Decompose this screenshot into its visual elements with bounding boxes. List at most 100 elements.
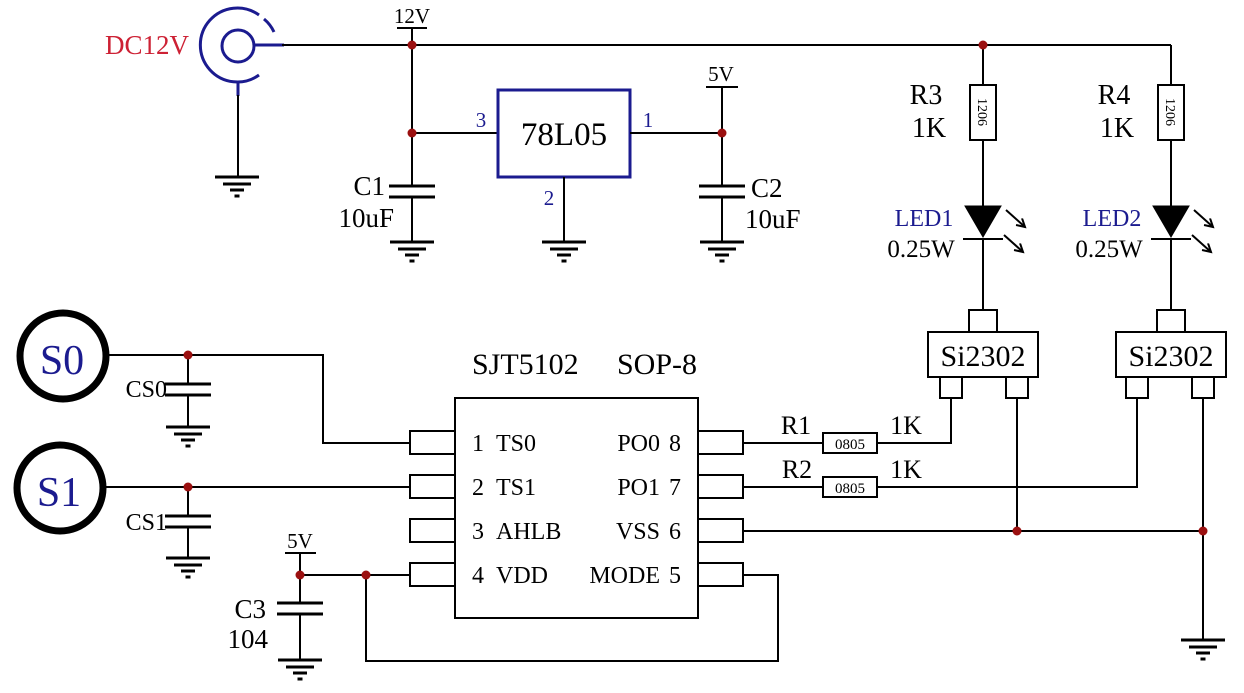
junction-c1-reg-in [407, 128, 417, 138]
r2-ref-label: R2 [782, 455, 812, 484]
cap-cs1: CS1 [126, 487, 213, 579]
ic-pin8-num: 8 [669, 431, 681, 457]
power-flag-5v-vdd: 5V [285, 529, 316, 575]
led-driver-section: 1206 R3 1K LED1 0.25W Si2302 1206 R4 1 [877, 45, 1227, 661]
c1-ref-label: C1 [353, 171, 385, 201]
r1-ref-label: R1 [781, 411, 811, 440]
ic-pad-pin8 [697, 430, 744, 455]
c3-ref-label: C3 [234, 594, 266, 624]
ic-pin4-name: VDD [496, 563, 548, 589]
regulator-pin1-label: 1 [643, 108, 654, 132]
jack-inner-circle [220, 28, 256, 64]
led-led2: LED2 0.25W [1075, 205, 1213, 263]
ground-symbol-cs1 [164, 556, 212, 579]
cap-c1: C1 10uF [338, 45, 437, 263]
resistor-r2: 0805 R2 1K [743, 455, 922, 498]
cs1-label: CS1 [126, 510, 167, 536]
ic-pin1-name: TS0 [496, 431, 536, 457]
ic-pad-pin4 [409, 562, 456, 587]
c2-ref-label: C2 [751, 173, 783, 203]
junction-dots [183, 40, 1208, 580]
c3-plates [275, 601, 325, 616]
resistor-r4: 1206 R4 1K [1098, 80, 1185, 144]
q2-source-pin [1191, 376, 1215, 399]
led1-ref-label: LED1 [895, 206, 954, 232]
ic-pad-pin6 [697, 518, 744, 543]
q1-source-pin [1005, 376, 1029, 399]
r1-package-label: 0805 [835, 437, 865, 453]
ic-pad-pin2 [409, 474, 456, 499]
junction-vss-q1-source [1012, 526, 1022, 536]
q1-drain-tab [968, 309, 998, 333]
ic-pin2-name: TS1 [496, 475, 536, 501]
resistor-r3: 1206 R3 1K [910, 80, 997, 144]
rail-5v-label-vdd: 5V [287, 529, 313, 553]
led2-power-label: 0.25W [1075, 236, 1143, 263]
touch-section: S0 CS0 S1 CS1 5V [13, 309, 410, 681]
regulator-78l05: 78L05 3 1 2 [412, 88, 722, 263]
junction-vdd-mode [361, 570, 371, 580]
ic-pad-pin5 [697, 562, 744, 587]
ground-symbol-c3 [276, 658, 324, 681]
regulator-name: 78L05 [521, 117, 607, 153]
wire-r1-to-q1-gate [877, 398, 952, 444]
ic-pin3-num: 3 [472, 519, 484, 545]
dc-jack-connector: DC12V [105, 6, 284, 96]
q2-gate-pin [1125, 376, 1149, 399]
q2-drain-tab [1156, 309, 1186, 333]
ground-symbol-regulator [540, 240, 588, 263]
junction-s1-cs1 [183, 482, 193, 492]
r2-package-label: 0805 [835, 481, 865, 497]
wire-r2-to-q2-gate [877, 398, 1138, 488]
cap-c3: C3 104 [228, 575, 325, 681]
junction-5v-c2 [717, 128, 727, 138]
ic-pin7-name: PO1 [617, 475, 660, 501]
junction-s0-cs0 [183, 350, 193, 360]
led2-triangle [1152, 205, 1190, 238]
ground-symbol-output [1179, 638, 1227, 661]
c1-value-label: 10uF [338, 203, 394, 233]
ic-pad-pin3 [409, 518, 456, 543]
power-flag-12v: 12V [394, 4, 430, 45]
ic-pin8-name: PO0 [617, 431, 660, 457]
ic-pin5-name: MODE [589, 563, 660, 589]
ic-pin6-name: VSS [616, 519, 660, 545]
r3-ref-label: R3 [910, 80, 943, 111]
r2-value-label: 1K [890, 455, 922, 484]
touchpad-s0: S0 [16, 309, 110, 403]
junction-12v-c1 [407, 40, 417, 50]
c2-plates [697, 184, 747, 199]
cs1-plates [163, 514, 213, 529]
junction-vss-q2-source [1198, 526, 1208, 536]
r2-body [822, 476, 878, 498]
jack-outer-arc [198, 6, 260, 84]
rail-5v-label: 5V [708, 62, 734, 86]
ic-pin5-num: 5 [669, 563, 681, 589]
touchpad-s1: S1 [13, 441, 107, 535]
r4-ref-label: R4 [1098, 80, 1131, 111]
c1-plates [387, 184, 437, 199]
led2-light-arrow-2 [1191, 234, 1211, 252]
ic-pad-pin1 [409, 430, 456, 455]
ic-body [454, 397, 699, 619]
r1-body [822, 432, 878, 454]
wire-mode-loop [365, 574, 779, 662]
junction-5v-c3 [295, 570, 305, 580]
ground-symbol-c2 [698, 240, 746, 263]
power-input-section: DC12V 12V C1 10uF 78L05 3 1 2 [105, 4, 1171, 263]
jack-outer-arc-stub [262, 17, 276, 33]
regulator-pin2-label: 2 [544, 186, 555, 210]
led2-light-arrow-1 [1193, 209, 1213, 227]
power-flag-5v: 5V [706, 62, 738, 133]
r1-value-label: 1K [890, 411, 922, 440]
q2-name-label: Si2302 [1128, 340, 1213, 373]
dc12v-label: DC12V [105, 30, 190, 60]
ground-symbol-cs0 [164, 425, 212, 448]
led2-ref-label: LED2 [1083, 206, 1142, 232]
led1-light-arrow-1 [1005, 209, 1025, 227]
cs0-label: CS0 [126, 377, 167, 403]
r3-package-label: 1206 [974, 98, 989, 126]
r4-value-label: 1K [1100, 113, 1134, 144]
q1-name-label: Si2302 [940, 340, 1025, 373]
